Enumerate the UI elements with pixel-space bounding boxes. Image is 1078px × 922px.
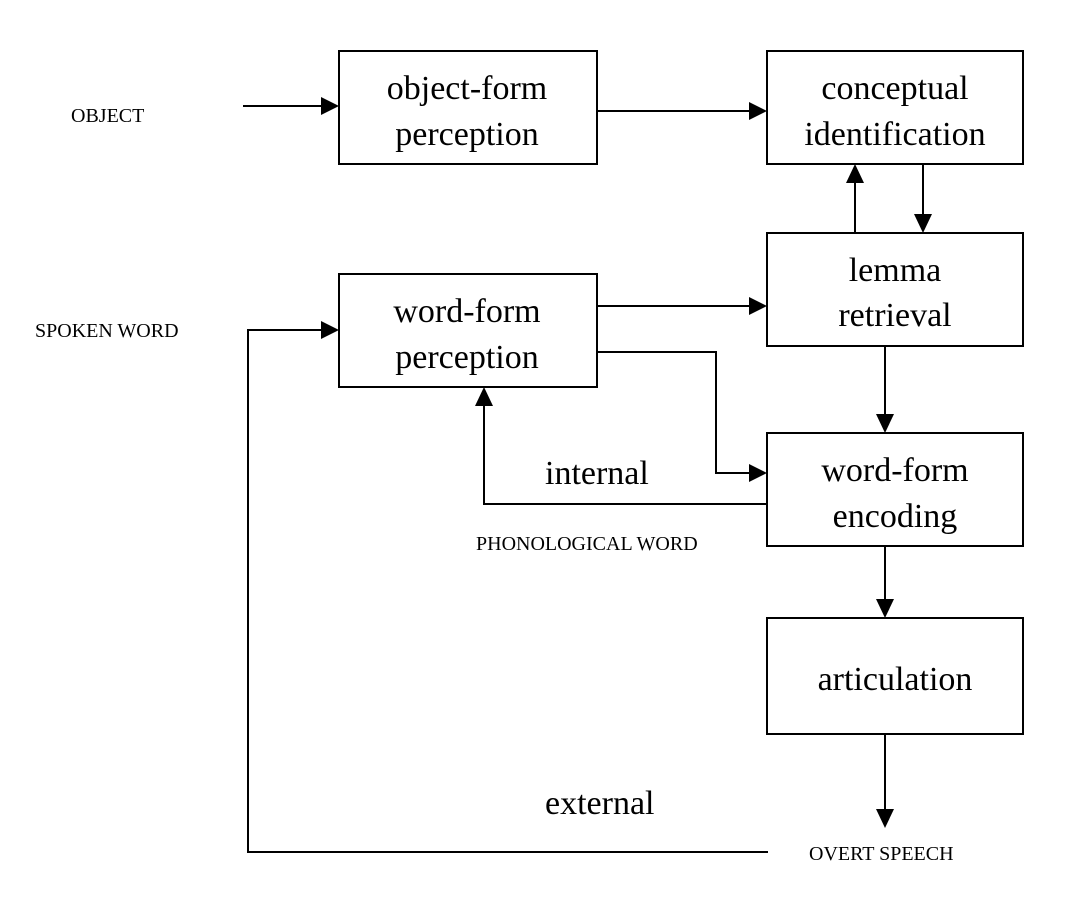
object-to-conceptual-arrow [597,102,767,120]
object-form-perception-box [338,50,598,165]
conceptual-identification-box [766,50,1024,165]
conceptual-identification-label-line1: conceptual [821,70,968,107]
lemma-to-conceptual-arrow [846,164,864,233]
articulation-box [766,617,1024,735]
phonological-word-label: PHONOLOGICAL WORD [476,533,698,555]
spoken-word-input-label: SPOKEN WORD [35,320,179,342]
internal-loop-arrow [475,387,767,505]
lemma-retrieval-box [766,232,1024,347]
external-loop-arrow [247,321,768,853]
word-form-encoding-label-line2: encoding [833,498,958,535]
object-form-perception-label-line1: object-form [387,70,548,107]
conceptual-identification-label-line2: identification [804,116,985,153]
word-form-encoding-box [766,432,1024,547]
object-input-label: OBJECT [71,105,144,127]
word-form-perception-label-line1: word-form [393,293,540,330]
object-form-perception-label-line2: perception [395,116,539,153]
word-form-encoding-label-line1: word-form [821,452,968,489]
wordform-perception-to-lemma-arrow [597,297,767,315]
lemma-retrieval-label-line2: retrieval [838,297,951,334]
wordform-perception-to-encoding-arrow [597,351,767,482]
external-loop-label: external [545,785,655,822]
encoding-to-articulation-arrow [876,546,894,618]
internal-loop-label: internal [545,455,649,492]
word-form-perception-box [338,273,598,388]
articulation-to-overt-speech-arrow [876,734,894,828]
lemma-to-encoding-arrow [876,346,894,433]
lemma-retrieval-label-line1: lemma [849,252,942,289]
word-form-perception-label-line2: perception [395,339,539,376]
overt-speech-label: OVERT SPEECH [809,843,954,865]
conceptual-to-lemma-arrow [914,164,932,233]
articulation-label: articulation [818,661,973,698]
object-input-arrow [243,97,339,115]
